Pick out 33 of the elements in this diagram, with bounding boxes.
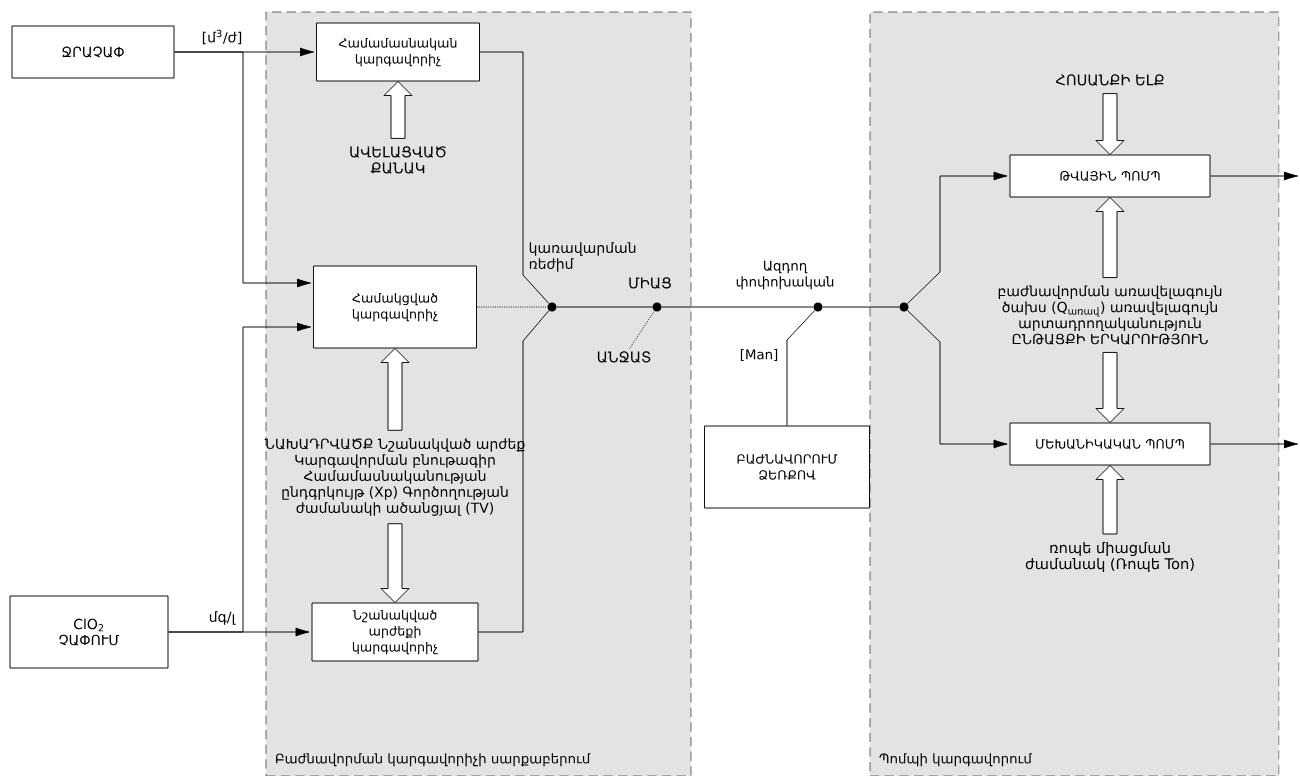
block-arrow <box>1095 93 1125 155</box>
arrow <box>906 171 1008 305</box>
process-box: Համակցված կարգավորիչ <box>313 265 477 349</box>
edge-label: մգ/լ <box>207 609 237 627</box>
arrow <box>1210 171 1299 181</box>
annotation: [Man] <box>740 349 778 361</box>
input-text: ռոպե միացման ժամանակ (Ռոպե Ton) <box>1025 541 1194 573</box>
block-arrow <box>1095 197 1125 278</box>
block-arrow <box>380 523 410 603</box>
input-text: ԱՎԵԼԱՑՎԱԾ ՔԱՆԱԿ <box>350 146 446 174</box>
annotation: ՄԻԱՑ <box>629 277 671 289</box>
edge-label: [մ$^{3}$/ժ] <box>200 28 244 46</box>
block-arrow <box>383 81 413 139</box>
annotation: կառավարման ռեժիմ <box>529 242 636 272</box>
arrow <box>906 309 1008 449</box>
annotation: Ազդող փոփոխական <box>736 260 834 290</box>
process-box: Նշանակված արժեքի կարգավորիչ <box>311 602 479 662</box>
input-text: ՆԱԽԱԴՐՎԱԾՔ Նշանակված արժեք Կարգավորման բնութագիր Համամասնականության ընդգրկույթ (Xp) Գործողության ժամանակի ածանցյալ (TV) <box>264 438 525 516</box>
arrow <box>174 51 312 288</box>
input-text: ՀՈՍԱՆՔԻ ԵԼՔ <box>1055 74 1164 86</box>
block-arrow <box>1095 465 1125 535</box>
block-arrow <box>1095 352 1125 423</box>
block-arrow <box>380 348 410 431</box>
input-text: բաժնավորման առավելագույն ծախս (Q$_{առավ}$) առավելագույն արտադրողականություն ԸՆԹԱՑՔԻ ԵՐԿԱՐՈՒԹՅՈՒՆ <box>998 285 1222 345</box>
process-box: ՄԵԽԱՆԻԿԱԿԱՆ ՊՈՄՊ <box>1009 422 1211 466</box>
process-box: ԹՎԱՅԻՆ ՊՈՄՊ <box>1009 154 1211 198</box>
arrow <box>1210 439 1299 449</box>
input-text: ԱՆՋԱՏ <box>597 351 651 363</box>
process-box: ClO$_{2}$ ՉԱՓՈՒՄ <box>9 595 169 669</box>
process-box: ԲԱԺՆԱՎՈՐՈՒՄ ՁԵՌՔՈՎ <box>704 425 870 509</box>
arrow <box>168 322 312 633</box>
process-box: ՋՐԱՉԱՓ <box>11 25 175 79</box>
process-box: Համամասնական կարգավորիչ <box>316 22 480 82</box>
